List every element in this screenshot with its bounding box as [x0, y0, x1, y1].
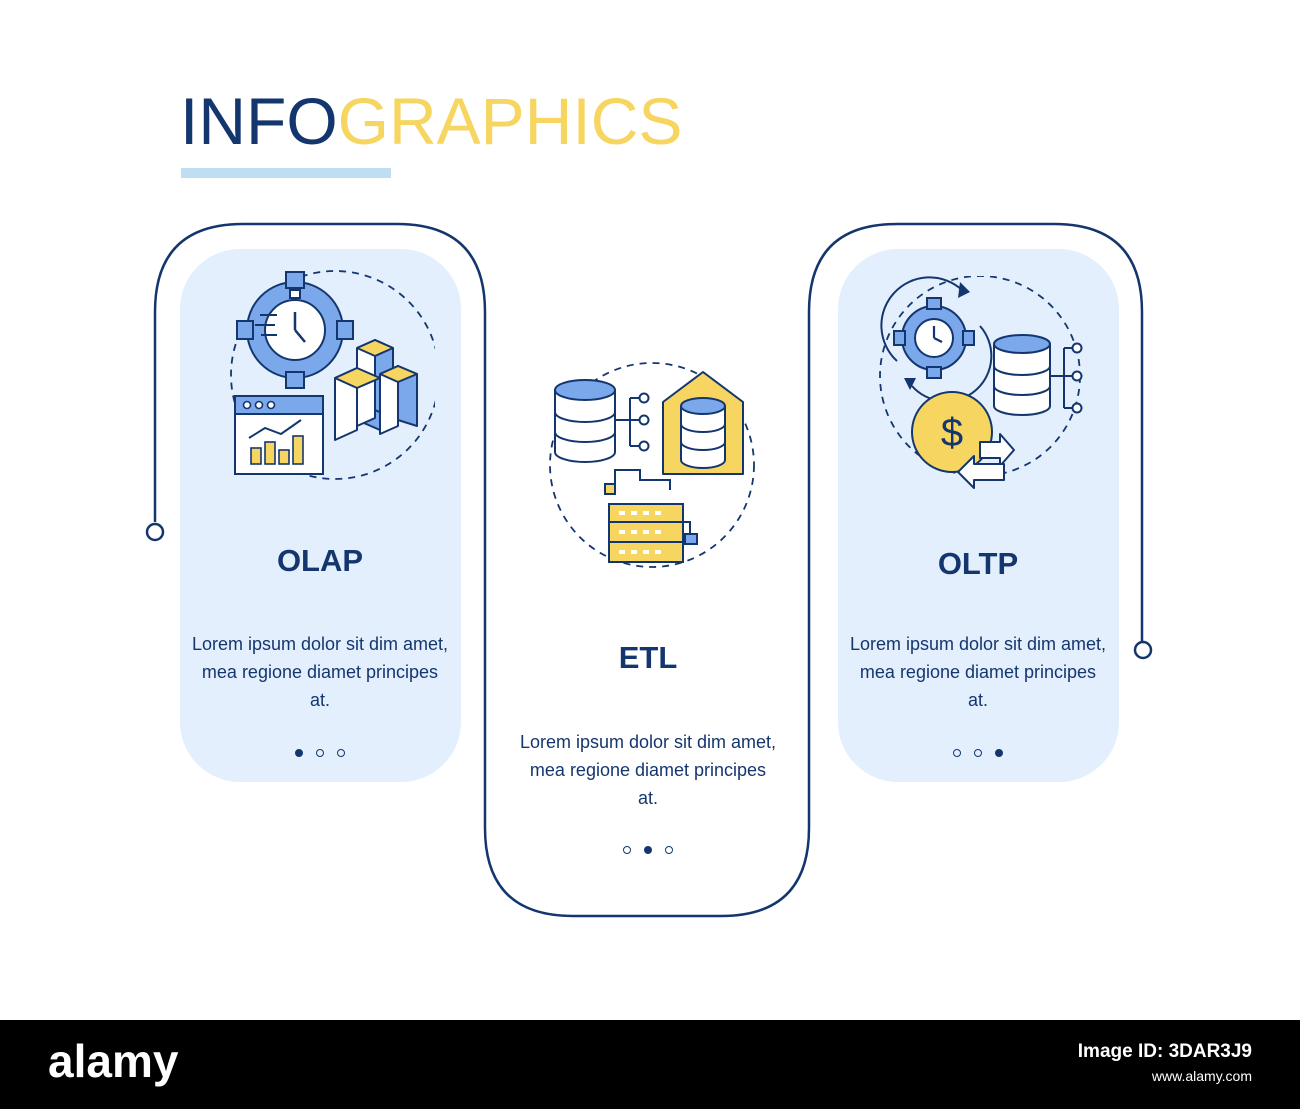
title-part-graphics: GRAPHICS	[337, 84, 683, 158]
pagination-dots	[180, 749, 460, 757]
card-title: OLAP	[276, 543, 364, 578]
svg-text:$: $	[941, 411, 963, 455]
title-part-info: INFO	[180, 84, 338, 158]
olap-analytics-icon	[230, 270, 435, 480]
card-description: Lorem ipsum dolor sit dim amet, mea regi…	[849, 634, 1107, 710]
pagination-dot-active	[644, 846, 652, 854]
pagination-dots	[508, 846, 788, 854]
pagination-dot	[974, 749, 982, 757]
pagination-dot	[623, 846, 631, 854]
card-etl: ETL Lorem ipsum dolor sit dim amet, mea …	[508, 600, 788, 900]
image-id-label: Image ID: 3DAR3J9	[1077, 1041, 1252, 1062]
card-oltp: OLTP Lorem ipsum dolor sit dim amet, mea…	[838, 249, 1118, 782]
oltp-transaction-icon: $	[879, 276, 1083, 489]
frame-endpoint-left	[145, 522, 165, 542]
pagination-dot-active	[995, 749, 1003, 757]
stock-footer-bar: alamy Image ID: 3DAR3J9 www.alamy.com	[0, 1020, 1300, 1109]
card-olap: OLAP Lorem ipsum dolor sit dim amet, mea…	[180, 249, 460, 782]
site-url: www.alamy.com	[1151, 1068, 1252, 1084]
card-title: OLTP	[937, 546, 1019, 581]
pagination-dot	[316, 749, 324, 757]
pagination-dots	[838, 749, 1118, 757]
etl-database-warehouse-icon	[549, 362, 755, 568]
card-description: Lorem ipsum dolor sit dim amet, mea regi…	[519, 732, 777, 808]
pagination-dot	[337, 749, 345, 757]
card-description: Lorem ipsum dolor sit dim amet, mea regi…	[191, 634, 449, 710]
pagination-dot	[665, 846, 673, 854]
frame-endpoint-right	[1133, 640, 1153, 660]
title-underline	[181, 168, 391, 178]
alamy-logo: alamy	[48, 1035, 179, 1087]
pagination-dot-active	[295, 749, 303, 757]
pagination-dot	[953, 749, 961, 757]
frame-outline	[153, 222, 1144, 918]
page-title: INFOGRAPHICS	[180, 88, 682, 154]
footer-info: Image ID: 3DAR3J9 www.alamy.com	[1078, 1040, 1252, 1088]
card-title: ETL	[618, 640, 678, 675]
